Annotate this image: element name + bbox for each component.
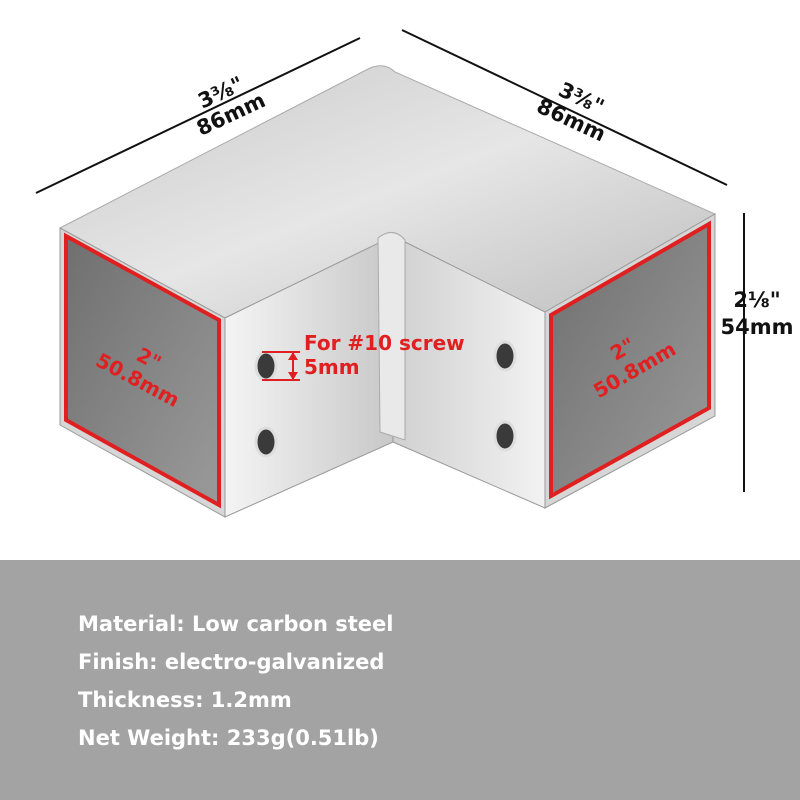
screw-hole-callout xyxy=(262,351,300,381)
screw-hole xyxy=(254,350,278,382)
height-mm: 54mm xyxy=(721,315,794,339)
right-width-dimension-line xyxy=(401,29,728,186)
right-opening-highlight xyxy=(549,220,711,500)
screw-hole-size: 5mm xyxy=(304,355,360,379)
screw-note-label: For #10 screw xyxy=(304,331,465,355)
bracket-corner-seam xyxy=(377,232,406,441)
spec-finish: Finish: electro-galvanized xyxy=(78,650,385,674)
spec-band: Material: Low carbon steel Finish: elect… xyxy=(0,560,800,800)
spec-thickness: Thickness: 1.2mm xyxy=(78,688,292,712)
screw-hole xyxy=(493,340,517,372)
height-inches: 2⅛" xyxy=(733,288,780,312)
left-width-dimension-line xyxy=(35,37,361,194)
screw-hole xyxy=(254,426,278,458)
spec-material: Material: Low carbon steel xyxy=(78,612,394,636)
screw-hole xyxy=(493,420,517,452)
left-opening-highlight xyxy=(64,232,221,509)
spec-net-weight: Net Weight: 233g(0.51lb) xyxy=(78,726,379,750)
corner-bracket-illustration: 3⅜" 86mm 3⅜" 86mm 2⅛" 54mm 2" 50.8mm 2" … xyxy=(35,29,794,518)
